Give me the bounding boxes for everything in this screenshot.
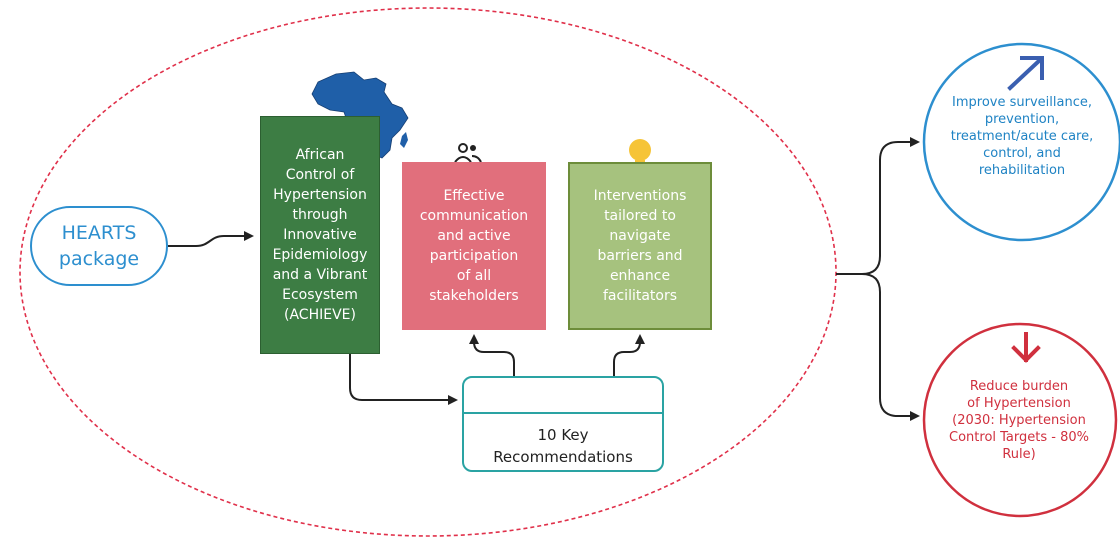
arrow-down-icon [1011,332,1041,363]
improve-circle [922,42,1120,242]
hearts-package-node: HEARTS package [30,206,168,286]
communication-label: Effective communication and active parti… [419,188,529,304]
connector-hearts-to-achieve [168,231,254,247]
reduce-circle [922,322,1118,518]
reduce-outcome-label: Reduce burden of Hypertension (2030: Hyp… [949,379,1089,462]
interventions-label: Interventions tailored to navigate barri… [593,188,687,304]
recommendations-box: 10 Key Recommendations [462,376,664,472]
improve-outcome-label: Improve surveillance, prevention, treatm… [950,95,1094,178]
connector-achieve-to-recommendations [349,354,458,405]
hearts-package-label: HEARTS package [58,222,140,270]
interventions-box: Interventions tailored to navigate barri… [568,162,712,330]
people-icon [454,143,482,163]
achieve-label: African Control of Hypertension through … [272,147,368,323]
communication-box: Effective communication and active parti… [402,162,546,330]
achieve-box: African Control of Hypertension through … [260,116,380,354]
arrow-up-right-icon [1007,56,1044,91]
outer-ellipse [19,7,837,537]
outcome-bracket [836,137,920,275]
recommendations-divider [464,412,662,414]
recommendations-label: 10 Key Recommendations [493,426,633,466]
africa-map-icon [311,71,409,159]
outcome-bracket-lower [861,273,920,421]
connector-recommendations-to-communication [469,334,515,376]
madagascar-shape [400,132,408,148]
connector-recommendations-to-interventions [613,334,645,376]
